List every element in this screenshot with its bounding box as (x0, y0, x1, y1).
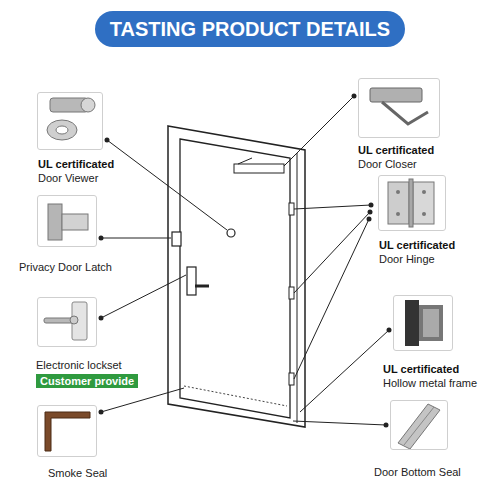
part-name: Door Bottom Seal (374, 465, 461, 479)
product-box: UL certificatedHollow metal frame (393, 295, 453, 351)
hinge-hole (396, 190, 400, 194)
lock-lever (195, 285, 209, 288)
leader-lines (101, 96, 389, 425)
product-caption: Electronic locksetCustomer provide (36, 358, 138, 388)
hinge-on-door (289, 203, 294, 215)
frame-profile (423, 309, 439, 337)
leader-line (300, 330, 389, 412)
certification-label: UL certificated (379, 238, 455, 252)
hinge-hole (422, 190, 426, 194)
lockset-lever (44, 318, 74, 323)
lock-plate (187, 267, 196, 295)
bottom-seal-bar (398, 404, 440, 449)
hinge-leaf (413, 182, 434, 224)
product-box: UL certificatedDoor Viewer (37, 92, 103, 150)
hinge-leaf (388, 182, 409, 224)
leader-dots (99, 94, 392, 428)
product-caption: Door Bottom Seal (374, 465, 461, 479)
leader-dot (367, 217, 372, 222)
leader-dot (99, 410, 104, 415)
bottom-seal-line (184, 386, 287, 406)
product-caption: UL certificatedDoor Closer (358, 143, 434, 171)
certification-label: UL certificated (383, 362, 477, 376)
viewer-ring (47, 120, 77, 140)
closer-icon (370, 88, 428, 124)
closer-arm (238, 158, 252, 164)
hinge-on-door (289, 287, 294, 299)
leader-line (284, 96, 354, 166)
bottom-seal-groove (404, 407, 434, 445)
leader-line (294, 219, 369, 379)
part-name: Smoke Seal (48, 466, 107, 480)
part-name: Door Hinge (379, 252, 455, 266)
latch-icon (48, 204, 88, 240)
product-box: Privacy Door Latch (37, 195, 97, 247)
part-name: Electronic lockset (36, 358, 138, 372)
certification-label: UL certificated (38, 157, 114, 171)
door-frame (168, 126, 305, 427)
bottom-seal-icon (398, 404, 440, 449)
hinge-hole (396, 212, 400, 216)
leader-line (293, 421, 386, 425)
frame-icon (405, 300, 443, 346)
leader-line (101, 388, 184, 412)
frame-edge (297, 153, 298, 423)
frame-profile (405, 300, 419, 346)
product-box: Door Bottom Seal (390, 400, 448, 450)
product-caption: UL certificatedHollow metal frame (383, 362, 477, 390)
leader-dot (99, 236, 104, 241)
smoke-seal-icon (45, 412, 90, 451)
closer-body (370, 88, 422, 102)
leader-line (101, 275, 186, 318)
lockset-icon (44, 302, 87, 340)
viewer-icon (47, 98, 95, 140)
closer-on-door (234, 164, 284, 173)
part-name: Hollow metal frame (383, 376, 477, 390)
leader-dot (105, 138, 110, 143)
lockset-rose (70, 316, 78, 324)
viewer-hole (56, 126, 68, 134)
door-leaf (180, 139, 290, 418)
part-name: Door Viewer (38, 171, 114, 185)
part-name: Privacy Door Latch (19, 260, 112, 274)
leader-dot (99, 316, 104, 321)
certification-label: UL certificated (358, 143, 434, 157)
hinge-hole (422, 212, 426, 216)
title-pill: TASTING PRODUCT DETAILS (95, 11, 405, 47)
smoke-seal-strip (45, 412, 90, 451)
product-box: Smoke Seal (37, 405, 97, 457)
latch-on-frame (172, 232, 181, 246)
leader-dot (368, 210, 373, 215)
leader-line (294, 205, 371, 209)
frame-profile (419, 305, 443, 341)
leader-dot (369, 203, 374, 208)
hinge-on-door (289, 373, 294, 385)
product-caption: Privacy Door Latch (19, 260, 112, 274)
title-text: TASTING PRODUCT DETAILS (110, 18, 390, 41)
product-box: UL certificatedDoor Hinge (378, 175, 446, 231)
closer-arm-icon (382, 102, 428, 124)
product-box: UL certificatedDoor Closer (358, 78, 440, 138)
supply-badge: Customer provide (36, 374, 138, 388)
leader-line (101, 238, 171, 239)
product-box: Electronic locksetCustomer provide (37, 297, 97, 347)
product-caption: Smoke Seal (48, 466, 107, 480)
latch-plate (48, 204, 62, 240)
viewer-on-door (227, 229, 235, 237)
leader-dot (352, 94, 357, 99)
leader-line (107, 140, 227, 230)
part-name: Door Closer (358, 157, 434, 171)
viewer-lens (81, 98, 95, 112)
latch-bolt (62, 214, 88, 230)
leader-dot (387, 328, 392, 333)
leader-line (294, 212, 370, 293)
product-caption: UL certificatedDoor Hinge (379, 238, 455, 266)
hinge-knuckle (409, 179, 413, 227)
hinge-icon (388, 179, 434, 227)
product-caption: UL certificatedDoor Viewer (38, 157, 114, 185)
leader-dot (384, 423, 389, 428)
